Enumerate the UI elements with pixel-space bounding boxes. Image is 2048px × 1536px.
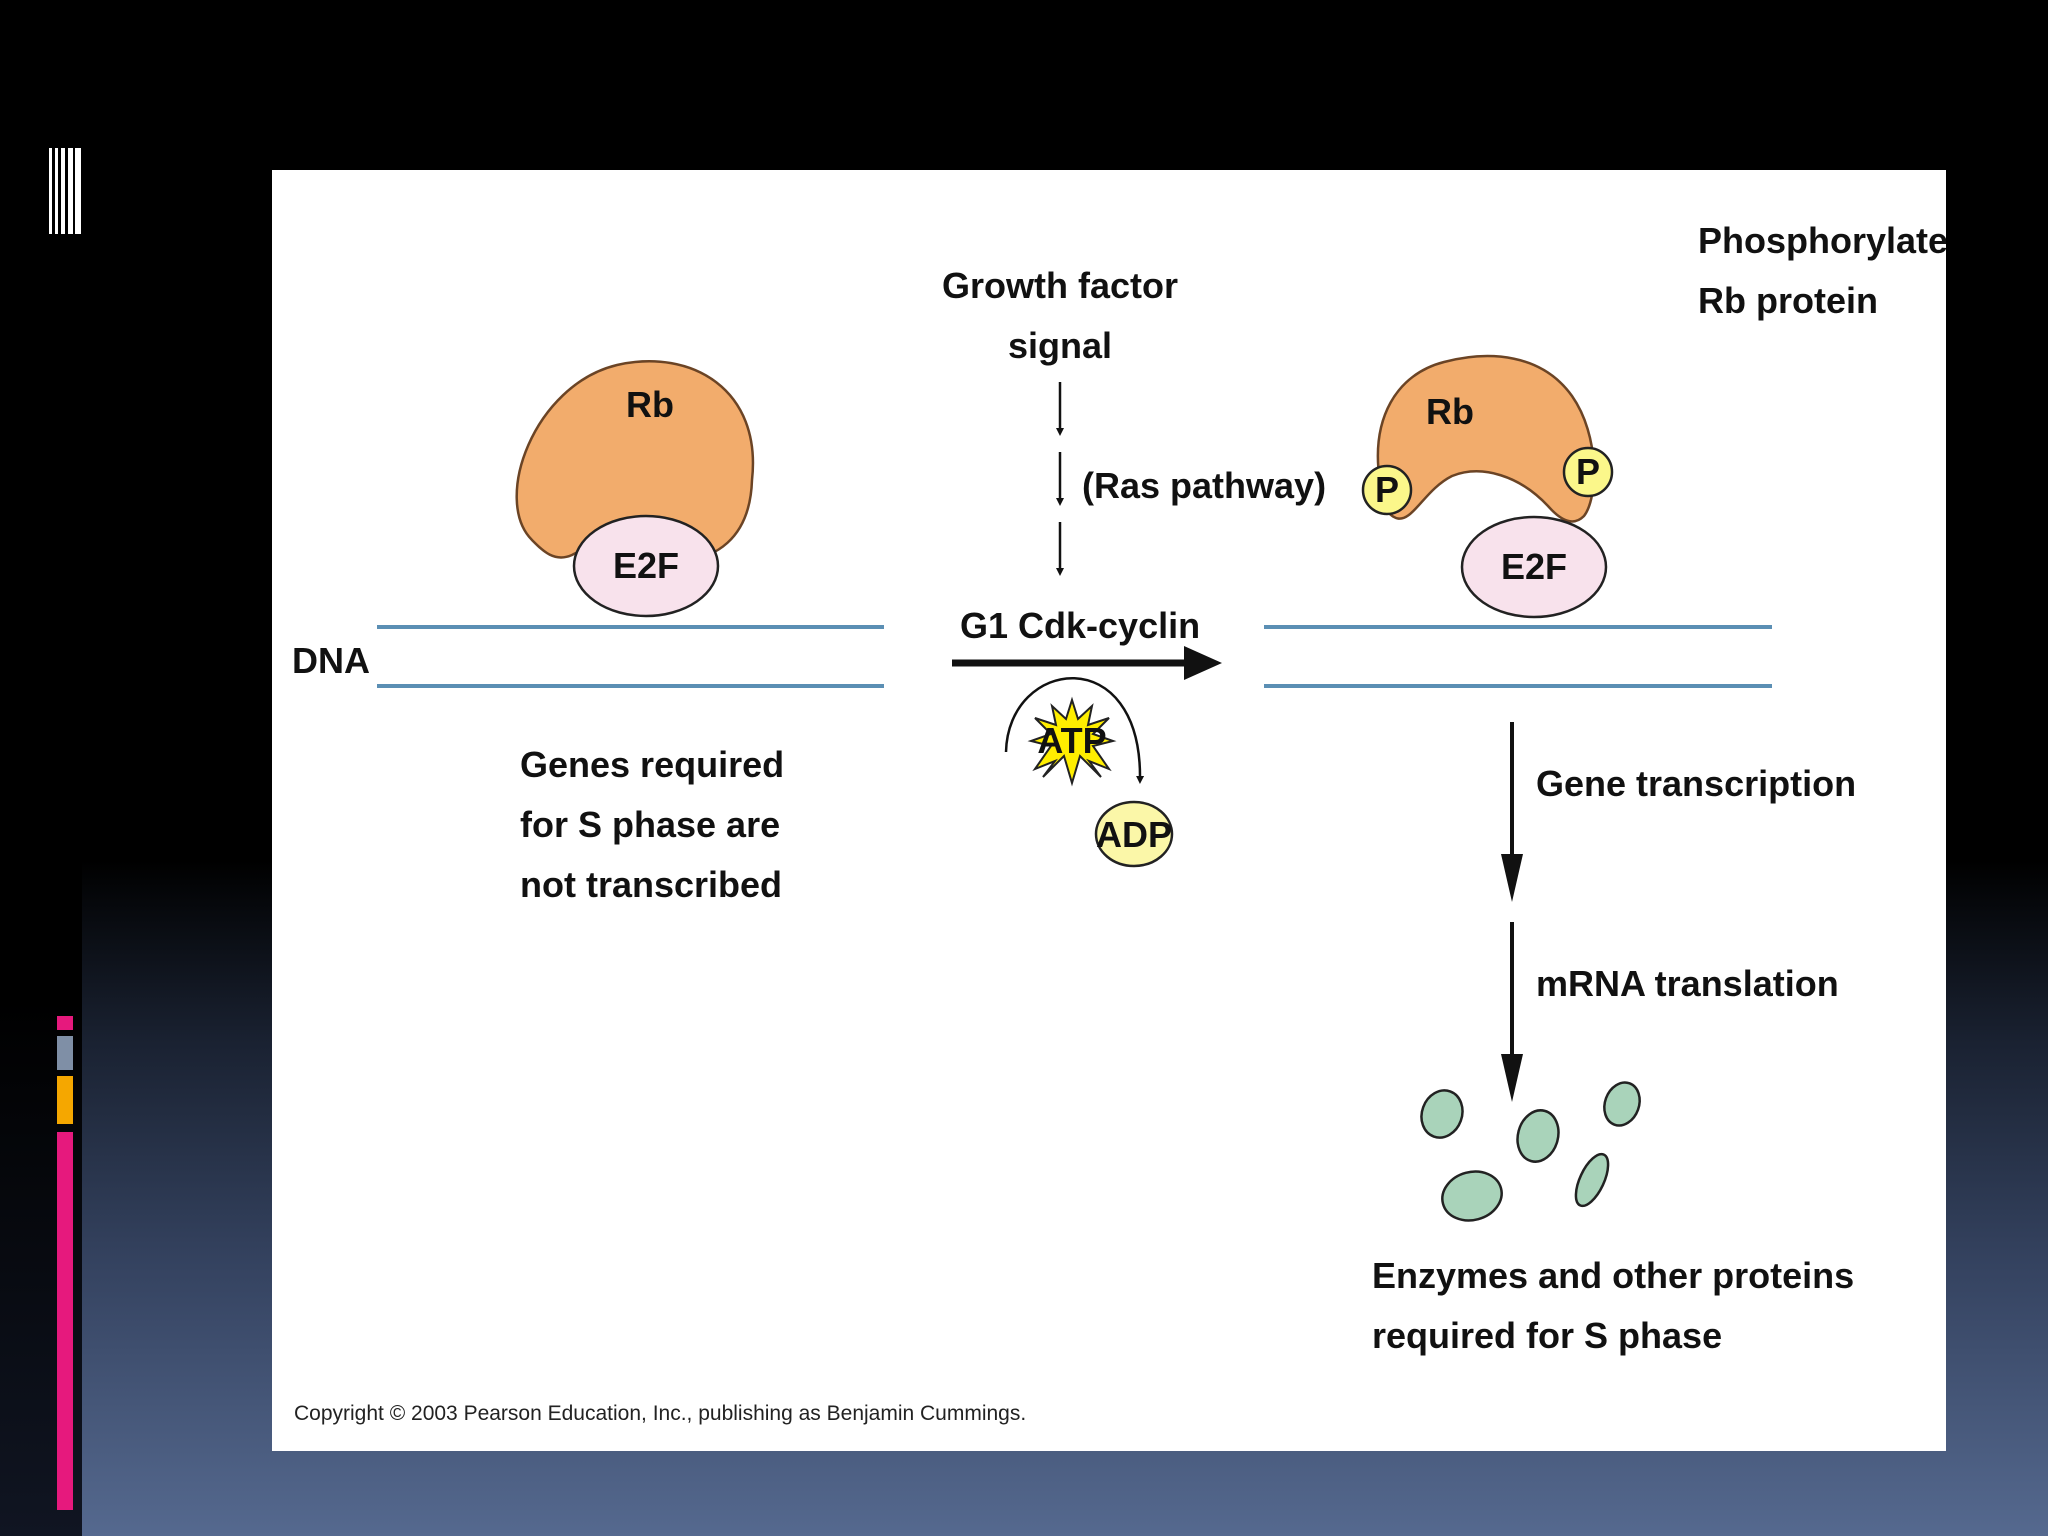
gene-transcription-label: Gene transcription: [1536, 763, 1856, 804]
left-complex: Rb E2F: [515, 360, 755, 618]
decor-bar-pink-long: [57, 1132, 73, 1510]
phosphorylated-rb-caption: Phosphorylated Rb protein: [1698, 220, 1946, 321]
enzyme-1: [1420, 1089, 1464, 1139]
adp-label: ADP: [1096, 814, 1172, 855]
svg-text:signal: signal: [1008, 325, 1112, 366]
genes-not-transcribed-text: Genes required for S phase are not trans…: [520, 744, 784, 905]
svg-text:not transcribed: not transcribed: [520, 864, 782, 905]
phosphate-left-label: P: [1375, 469, 1399, 510]
ras-pathway-label: (Ras pathway): [1082, 465, 1326, 506]
atp-label: ATP: [1037, 720, 1106, 761]
translation-arrow: [1501, 922, 1523, 1102]
cdk-main-arrow: [952, 646, 1222, 680]
e2f-label-left: E2F: [613, 545, 679, 586]
e2f-left: [572, 514, 720, 618]
svg-text:Genes required: Genes required: [520, 744, 784, 785]
svg-text:Growth factor: Growth factor: [942, 265, 1178, 306]
enzyme-cluster: [1420, 1081, 1641, 1222]
transcription-arrow: [1501, 722, 1523, 902]
mrna-translation-label: mRNA translation: [1536, 963, 1839, 1004]
phosphate-right-label: P: [1576, 451, 1600, 492]
dna-left: [377, 625, 884, 688]
phosphorylated-rb: Rb P P: [1361, 354, 1614, 523]
dna-label: DNA: [292, 640, 370, 681]
dna-right: [1264, 625, 1772, 688]
svg-text:Enzymes and other proteins: Enzymes and other proteins: [1372, 1255, 1854, 1296]
atp-starburst: ATP: [1027, 696, 1117, 787]
cdk-cyclin-label: G1 Cdk-cyclin: [960, 605, 1200, 646]
adp-oval: [1094, 800, 1174, 868]
e2f-label-right: E2F: [1501, 546, 1567, 587]
atp-adp-curved-arrow: [1004, 677, 1145, 784]
enzyme-2: [1516, 1109, 1560, 1163]
rb-e2f-diagram: Rb E2F DNA Genes required for S phase ar…: [292, 220, 1946, 1425]
svg-text:for S phase are: for S phase are: [520, 804, 780, 845]
phosphate-right: [1562, 446, 1614, 498]
enzymes-caption: Enzymes and other proteins required for …: [1372, 1255, 1854, 1356]
decor-bar-top-5: [75, 148, 81, 234]
copyright-text: Copyright © 2003 Pearson Education, Inc.…: [294, 1402, 1026, 1425]
decor-bar-top-3: [61, 148, 65, 234]
rb-label-left: Rb: [626, 384, 674, 425]
decor-bar-top-1: [49, 148, 52, 234]
decor-bar-gray: [57, 1036, 73, 1070]
growth-factor-signal: Growth factor signal: [942, 265, 1178, 366]
figure-panel: Rb E2F DNA Genes required for S phase ar…: [272, 170, 1946, 1451]
decor-bar-top-2: [55, 148, 58, 234]
enzyme-3: [1603, 1081, 1641, 1127]
rb-label-right: Rb: [1426, 391, 1474, 432]
phosphate-left: [1361, 464, 1413, 516]
left-accent-strip: [0, 0, 82, 1536]
svg-text:Rb protein: Rb protein: [1698, 280, 1878, 321]
enzyme-5: [1574, 1152, 1610, 1208]
svg-text:Phosphorylated: Phosphorylated: [1698, 220, 1946, 261]
decor-bar-top-4: [68, 148, 73, 234]
decor-bar-orange: [57, 1076, 73, 1124]
svg-text:required for S phase: required for S phase: [1372, 1315, 1722, 1356]
decor-bar-pink-small: [57, 1016, 73, 1030]
e2f-right: [1460, 515, 1608, 619]
enzyme-4: [1441, 1170, 1503, 1222]
